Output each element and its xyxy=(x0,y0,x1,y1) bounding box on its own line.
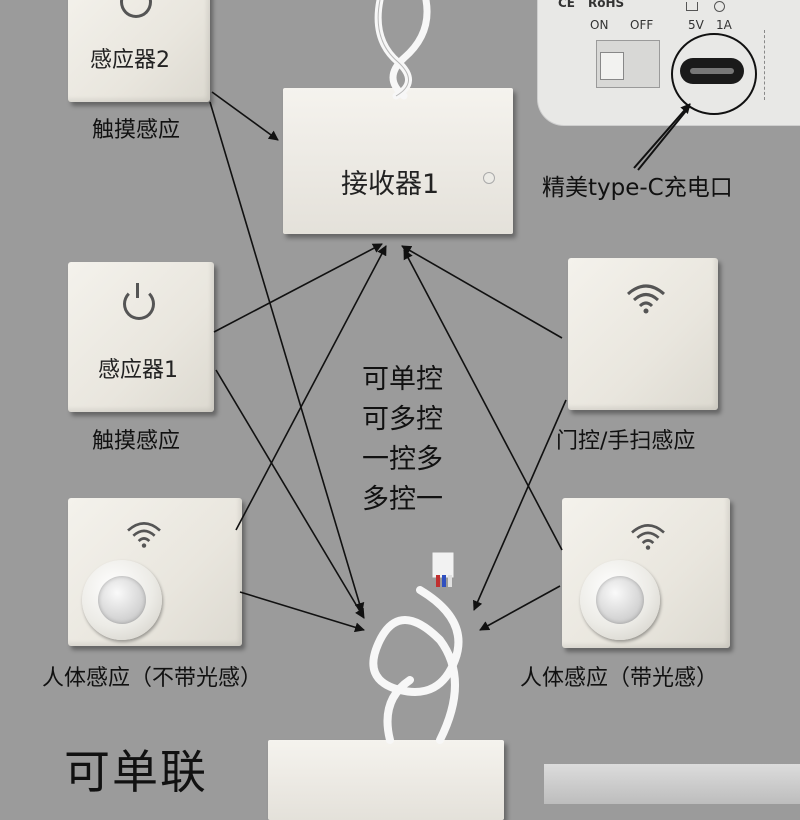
callout-pointer xyxy=(638,106,690,170)
arrows-to-receiver-1 xyxy=(212,92,562,550)
bottom-cable xyxy=(373,590,458,740)
connection-overlay xyxy=(0,0,800,800)
port-callout xyxy=(634,34,756,168)
arrows-to-receiver-2 xyxy=(210,102,566,630)
cable-connector xyxy=(432,552,454,587)
